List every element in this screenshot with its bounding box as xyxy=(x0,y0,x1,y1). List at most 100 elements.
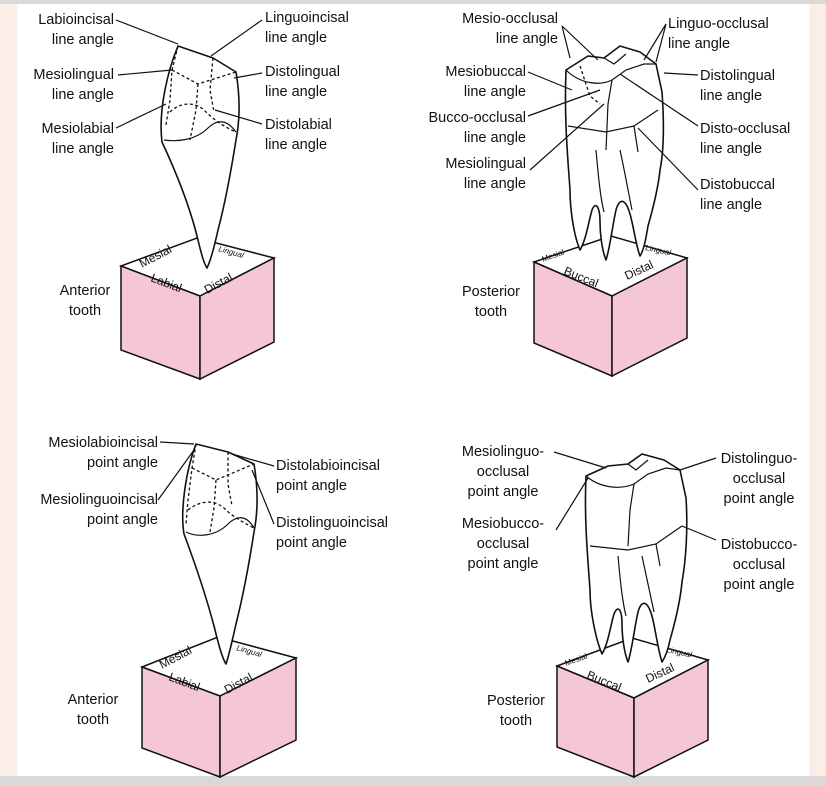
label-distolabioincisal-1: Distolabioincisal xyxy=(276,458,380,474)
label-distolabial-1: Distolabial xyxy=(265,117,332,133)
label-mesiolingual-2: line angle xyxy=(52,87,114,103)
label-mesiolinguo-3: point angle xyxy=(468,484,539,500)
caption-anterior-2: tooth xyxy=(69,303,101,319)
label-mesiobucco-3: point angle xyxy=(468,556,539,572)
label-linguoincisal-1: Linguoincisal xyxy=(265,10,349,26)
label-mesio-occlusal-2: line angle xyxy=(496,31,558,47)
label-linguo-occlusal-1: Linguo-occlusal xyxy=(668,16,769,32)
label-mesiolinguo-2: occlusal xyxy=(477,464,529,480)
label-distobuccal-2: line angle xyxy=(700,197,762,213)
orientation-block: Mesial Lingual Labial Distal xyxy=(139,636,299,779)
label-mesiolinguo-1: Mesiolinguo- xyxy=(462,444,544,460)
label-mesiobucco-2: occlusal xyxy=(477,536,529,552)
caption-anterior-1: Anterior xyxy=(68,692,119,708)
label-mesiolingual-1: Mesiolingual xyxy=(445,156,526,172)
label-distolabial-2: line angle xyxy=(265,137,327,153)
label-distolinguo-3: point angle xyxy=(724,491,795,507)
label-linguoincisal-2: line angle xyxy=(265,30,327,46)
label-mesiolinguoincisal-1: Mesiolinguoincisal xyxy=(40,492,158,508)
label-distolingual-1: Distolingual xyxy=(265,64,340,80)
label-distolinguoincisal-2: point angle xyxy=(276,535,347,551)
caption-posterior-1: Posterior xyxy=(462,284,520,300)
label-bucco-occlusal-2: line angle xyxy=(464,130,526,146)
tooth-outline xyxy=(160,45,240,269)
label-distolingual-1: Distolingual xyxy=(700,68,775,84)
orientation-block: Mesial Lingual Buccal Distal xyxy=(531,235,690,378)
label-distolinguo-2: occlusal xyxy=(733,471,785,487)
top-border xyxy=(0,0,826,4)
label-distolingual-2: line angle xyxy=(265,84,327,100)
label-mesiolinguoincisal-2: point angle xyxy=(87,512,158,528)
label-mesiolingual-1: Mesiolingual xyxy=(33,67,114,83)
caption-posterior-1: Posterior xyxy=(487,693,545,709)
anterior-tooth xyxy=(160,45,240,269)
block-side-face xyxy=(199,256,275,381)
caption-anterior-2: tooth xyxy=(77,712,109,728)
orientation-block: Mesial Lingual Labial Distal xyxy=(118,237,277,381)
tooth-outline xyxy=(564,45,665,261)
label-distolabioincisal-2: point angle xyxy=(276,478,347,494)
label-labioincisal-1: Labioincisal xyxy=(38,12,114,28)
panel-anterior-line-angles: Mesial Lingual Labial Distal Labioincisa… xyxy=(33,10,349,381)
panel-anterior-point-angles: Mesial Lingual Labial Distal Mesiolabioi… xyxy=(40,435,388,779)
label-mesiobucco-1: Mesiobucco- xyxy=(462,516,544,532)
diagram-panel xyxy=(17,4,809,776)
label-distobucco-1: Distobucco- xyxy=(721,537,798,553)
block-side-face xyxy=(633,658,709,779)
label-distobucco-3: point angle xyxy=(724,577,795,593)
caption-posterior-2: tooth xyxy=(500,713,532,729)
orientation-block: Mesial Lingual Buccal Distal xyxy=(554,637,711,779)
label-distobucco-2: occlusal xyxy=(733,557,785,573)
label-linguo-occlusal-2: line angle xyxy=(668,36,730,52)
label-disto-occlusal-2: line angle xyxy=(700,141,762,157)
label-mesiolabial-2: line angle xyxy=(52,141,114,157)
label-mesio-occlusal-1: Mesio-occlusal xyxy=(462,11,558,27)
label-mesiobuccal-1: Mesiobuccal xyxy=(445,64,526,80)
label-mesiolabial-1: Mesiolabial xyxy=(41,121,114,137)
tooth-outline xyxy=(181,443,258,665)
bottom-scrollbar xyxy=(0,776,826,786)
label-distobuccal-1: Distobuccal xyxy=(700,177,775,193)
block-side-face xyxy=(219,656,297,779)
block-side-face xyxy=(611,256,688,378)
label-distolinguo-1: Distolinguo- xyxy=(721,451,798,467)
label-mesiobuccal-2: line angle xyxy=(464,84,526,100)
tooth-outline xyxy=(584,453,688,663)
label-mesiolabioincisal-1: Mesiolabioincisal xyxy=(48,435,158,451)
caption-posterior-2: tooth xyxy=(475,304,507,320)
panel-posterior-point-angles: Mesial Lingual Buccal Distal Mesiolinguo… xyxy=(462,444,798,779)
posterior-tooth xyxy=(564,45,665,261)
label-distolinguoincisal-1: Distolinguoincisal xyxy=(276,515,388,531)
label-mesiolingual-2: line angle xyxy=(464,176,526,192)
label-disto-occlusal-1: Disto-occlusal xyxy=(700,121,790,137)
panel-posterior-line-angles: Mesial Lingual Buccal Distal Mesio-occlu… xyxy=(428,11,790,378)
label-mesiolabioincisal-2: point angle xyxy=(87,455,158,471)
label-bucco-occlusal-1: Bucco-occlusal xyxy=(428,110,526,126)
label-distolingual-2: line angle xyxy=(700,88,762,104)
